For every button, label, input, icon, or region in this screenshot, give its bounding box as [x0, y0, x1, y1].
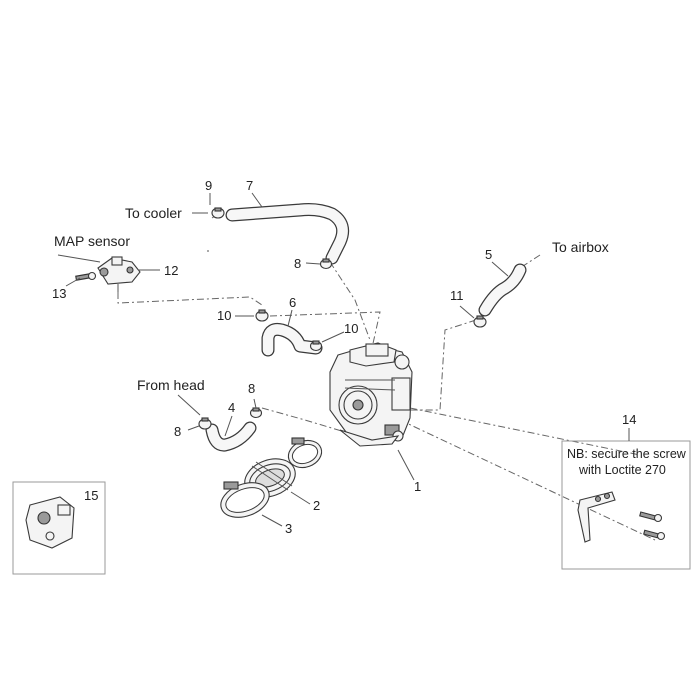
hose-5	[478, 263, 527, 317]
callout-6: 6	[289, 295, 296, 310]
clamp-11	[473, 315, 487, 328]
callout-10-left: 10	[217, 308, 231, 323]
to-airbox-label: To airbox	[552, 239, 609, 255]
callout-1: 1	[414, 479, 421, 494]
clamp-3-upper	[287, 437, 323, 469]
clamp-8-left	[198, 417, 212, 430]
inset-box-15	[12, 481, 106, 575]
bracket-14	[577, 491, 666, 543]
clamp-3-lower	[220, 481, 270, 518]
clamp-9	[211, 207, 225, 219]
to-cooler-label: To cooler	[125, 205, 182, 221]
from-head-label: From head	[137, 377, 205, 393]
callout-9: 9	[205, 178, 212, 193]
throttle-position-sensor	[25, 496, 75, 549]
map-sensor-bracket	[97, 256, 141, 292]
clamp-8-top	[319, 258, 333, 270]
callout-4: 4	[228, 400, 235, 415]
callout-11: 11	[450, 288, 464, 303]
callout-10-right: 10	[344, 321, 358, 336]
throttle-body	[329, 342, 413, 447]
callout-8-mid: 8	[248, 381, 255, 396]
inset-box-14	[561, 440, 691, 570]
callout-8-left: 8	[174, 424, 181, 439]
clamp-8-mid	[249, 407, 263, 419]
note-line-1: NB: secure the screw	[567, 447, 687, 461]
callout-13: 13	[52, 286, 66, 301]
callout-15: 15	[84, 488, 98, 503]
hose-6	[261, 322, 323, 357]
callout-14: 14	[622, 412, 636, 427]
callout-5: 5	[485, 247, 492, 262]
callout-3: 3	[285, 521, 292, 536]
map-sensor-label: MAP sensor	[54, 233, 130, 249]
hose-4	[205, 421, 257, 452]
note-line-2: with Loctite 270	[578, 463, 666, 477]
clamp-10-right	[309, 340, 323, 352]
clamp-10-left	[255, 309, 269, 322]
callout-8-top: 8	[294, 256, 301, 271]
callout-12: 12	[164, 263, 178, 278]
hose-7	[225, 203, 350, 265]
callout-2: 2	[313, 498, 320, 513]
callout-7: 7	[246, 178, 253, 193]
leader-lines	[57, 192, 630, 527]
